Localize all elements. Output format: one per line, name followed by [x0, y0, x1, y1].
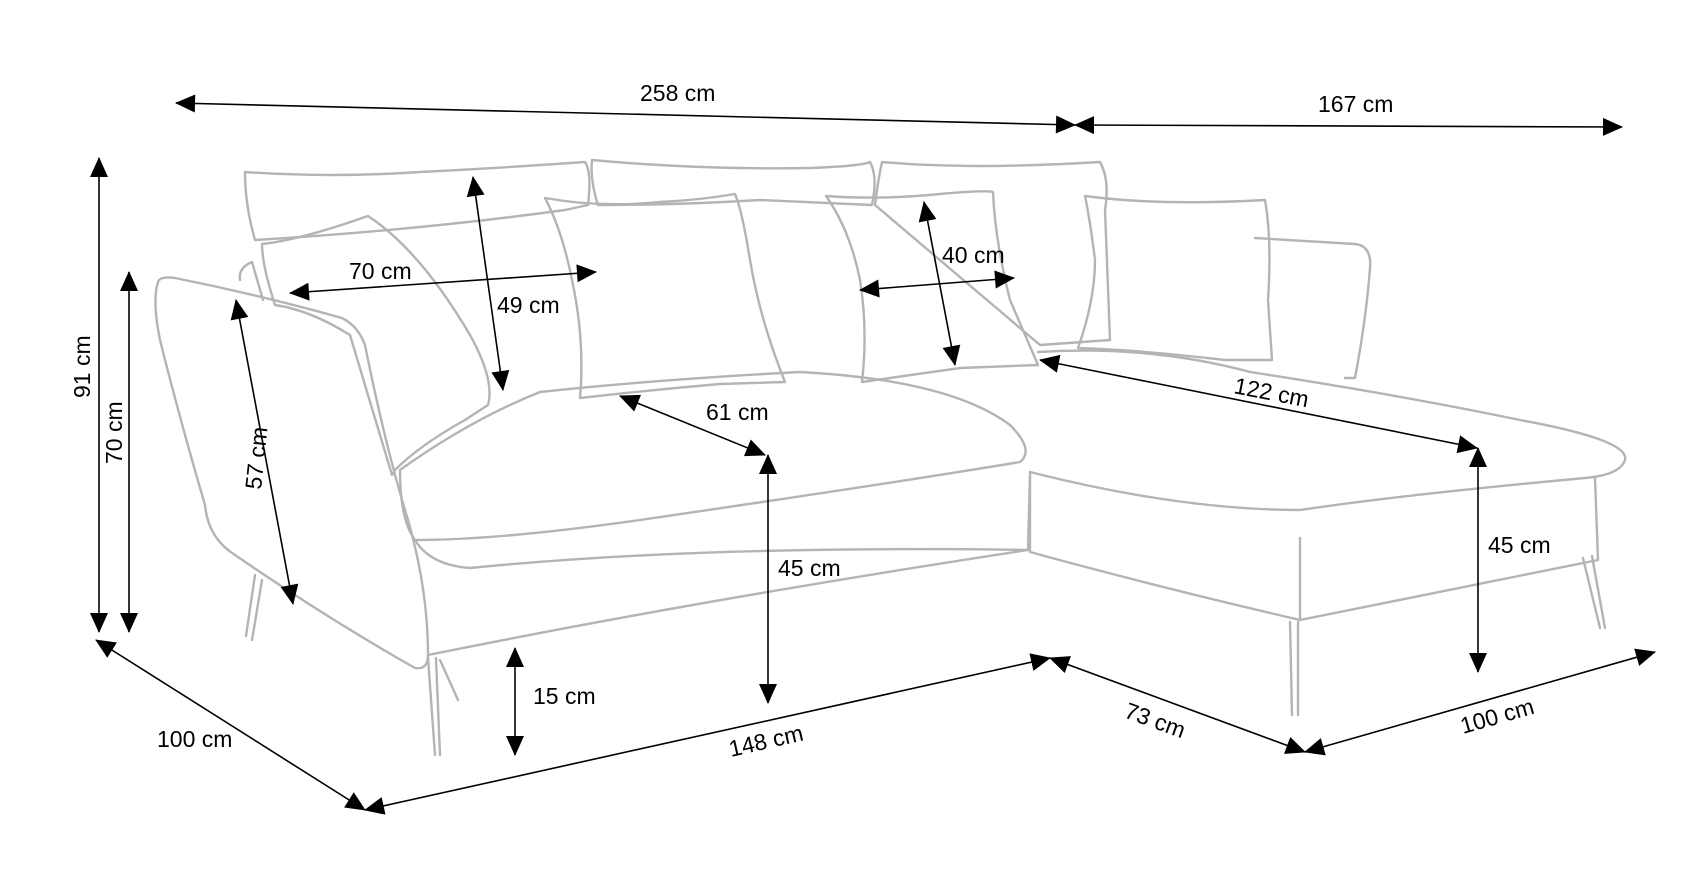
dim-line-chaise-width [1049, 656, 1306, 754]
leg-chaise-front [1288, 620, 1300, 717]
dim-line-cushion-width [289, 264, 597, 301]
label-seat-height: 45 cm [778, 555, 841, 581]
left-throw-pillow [260, 214, 491, 477]
sofa-outline [154, 158, 1627, 757]
dim-line-total-width [175, 94, 1076, 134]
main-seat-base [413, 473, 1032, 570]
label-small-cushion: 40 cm [942, 242, 1005, 268]
label-sofa-length: 148 cm [726, 720, 805, 762]
chaise-seat-cushion [1028, 349, 1627, 512]
dimension-lines [90, 94, 1656, 815]
dimension-labels: 258 cm 167 cm 91 cm 70 cm 57 cm 70 cm 49… [69, 80, 1551, 762]
label-leg-height: 15 cm [533, 683, 596, 709]
label-backrest-depth: 57 cm [240, 426, 272, 491]
main-seat-cushion [398, 370, 1027, 542]
dim-line-depth [95, 639, 366, 811]
leg-front-left [426, 656, 442, 757]
dim-line-chaise-depth [1304, 648, 1656, 756]
front-pillow-small [824, 190, 1040, 384]
label-chaise-depth: 100 cm [1457, 693, 1537, 739]
label-depth: 100 cm [157, 726, 232, 752]
label-cushion-height: 49 cm [497, 292, 560, 318]
front-pillow-middle [543, 192, 787, 400]
label-armrest-height: 70 cm [101, 401, 127, 464]
back-pillow-middle [590, 158, 876, 207]
back-pillow-left [243, 160, 591, 242]
dim-line-sofa-length [364, 653, 1051, 815]
label-chaise-width: 73 cm [1121, 697, 1189, 743]
left-armrest-back [238, 260, 265, 302]
label-chaise-seat-height: 45 cm [1488, 532, 1551, 558]
label-seat-depth: 61 cm [706, 399, 769, 425]
main-seat-base-bottom [426, 548, 1030, 657]
dim-line-seat-depth [619, 394, 766, 457]
leg-back-left [244, 573, 264, 642]
leg-chaise-back [1581, 554, 1607, 630]
label-total-width: 258 cm [640, 80, 715, 106]
dim-line-small-cushion-width [859, 270, 1015, 298]
back-pillow-right [873, 160, 1112, 347]
label-total-height: 91 cm [69, 335, 95, 398]
chaise-base [1028, 470, 1600, 622]
left-armrest [154, 276, 430, 670]
dim-line-backrest-depth [230, 299, 299, 605]
leg-middle [438, 658, 460, 702]
dim-line-chaise-seat-length [1039, 354, 1478, 454]
label-chaise-length: 167 cm [1318, 91, 1393, 117]
dim-line-cushion-height [466, 176, 510, 391]
label-cushion-width: 70 cm [349, 258, 412, 284]
dim-line-chaise-length [1074, 116, 1623, 136]
